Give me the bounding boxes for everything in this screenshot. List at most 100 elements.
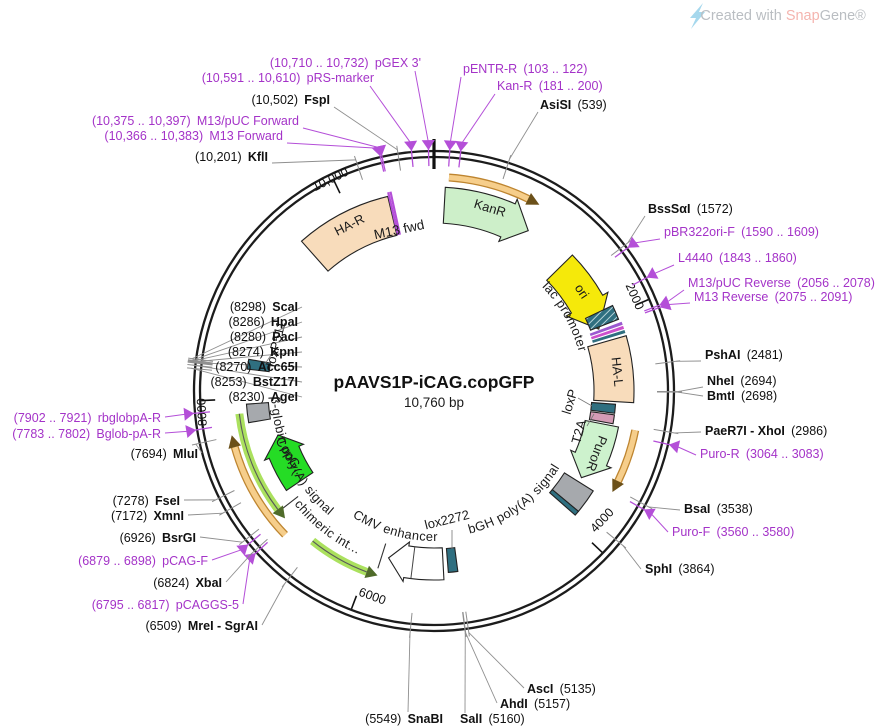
- primer-label-rbglobpa-r[interactable]: (7902 .. 7921) rbglobpA-R: [14, 411, 161, 425]
- feature-lac-promoter-box[interactable]: [584, 304, 620, 331]
- enzyme-site-tick-fspi: [396, 145, 402, 171]
- enzyme-label-bsai[interactable]: BsaI (3538): [684, 502, 753, 516]
- enzyme-label-bstz17i[interactable]: (8253) BstZ17I: [210, 375, 298, 389]
- feature-copgfp[interactable]: [263, 434, 314, 492]
- snapgene-watermark: Created with SnapGene®: [690, 3, 866, 29]
- site-name: XbaI: [196, 576, 222, 590]
- feature-label-ori[interactable]: ori: [572, 281, 593, 301]
- enzyme-leader-kfli: [271, 159, 356, 164]
- enzyme-leader-bsss-i: [627, 215, 646, 244]
- enzyme-label-kpni[interactable]: (8274) KpnI: [228, 345, 298, 359]
- primer-arrowhead-pgex-3: [421, 140, 435, 151]
- primer-label-pgex-3[interactable]: (10,710 .. 10,732) pGEX 3': [270, 56, 421, 70]
- enzyme-label-xbai[interactable]: (6824) XbaI: [153, 576, 222, 590]
- feature-label-lox2272[interactable]: lox2272: [423, 507, 471, 533]
- enzyme-label-hpai[interactable]: (8286) HpaI: [229, 315, 298, 329]
- feature-lac-stripe-purple[interactable]: [589, 321, 623, 337]
- feature-lac-stripe-teal[interactable]: [592, 329, 626, 343]
- primer-label-m13-forward[interactable]: (10,366 .. 10,383) M13 Forward: [104, 129, 283, 143]
- primer-label-pbr322ori-f[interactable]: pBR322ori-F (1590 .. 1609): [664, 225, 819, 239]
- enzyme-label-pshai[interactable]: PshAI (2481): [705, 348, 783, 362]
- site-name: NheI: [707, 374, 734, 388]
- primer-label-m13-puc-forward[interactable]: (10,375 .. 10,397) M13/pUC Forward: [92, 114, 299, 128]
- enzyme-label-paer7i-xhoi[interactable]: PaeR7I - XhoI (2986): [705, 424, 827, 438]
- enzyme-label-mlui[interactable]: (7694) MluI: [131, 447, 198, 461]
- primer-label-m13-puc-reverse[interactable]: M13/pUC Reverse (2056 .. 2078): [688, 276, 875, 290]
- enzyme-label-bmti[interactable]: BmtI (2698): [707, 389, 777, 403]
- feature-lac-stripe-magenta[interactable]: [590, 325, 625, 340]
- feature-t2a[interactable]: [588, 411, 616, 425]
- site-position: (539): [571, 98, 606, 112]
- m13-fwd-primer-mark-2: [389, 191, 401, 235]
- enzyme-label-sphi[interactable]: SphI (3864): [645, 562, 714, 576]
- site-position: (3064 .. 3083): [740, 447, 824, 461]
- enzyme-label-fsei[interactable]: (7278) FseI: [113, 494, 180, 508]
- site-name: BsrGI: [162, 531, 196, 545]
- feature-label-loxp[interactable]: loxP: [559, 387, 581, 416]
- enzyme-site-tick-sali: [462, 612, 467, 638]
- primer-label-m13-reverse[interactable]: M13 Reverse (2075 .. 2091): [694, 290, 852, 304]
- enzyme-label-snabi[interactable]: (5549) SnaBI: [365, 712, 443, 726]
- site-name: SalI: [460, 712, 482, 726]
- primer-arrowhead-bglob-pa-r: [185, 425, 197, 439]
- enzyme-label-agei[interactable]: (8230) AgeI: [229, 390, 298, 404]
- primer-label-prs-marker[interactable]: (10,591 .. 10,610) pRS-marker: [202, 71, 374, 85]
- enzyme-label-bsss-i[interactable]: BssSαI (1572): [648, 202, 733, 216]
- enzyme-label-scai[interactable]: (8298) ScaI: [230, 300, 298, 314]
- enzyme-label-ahdi[interactable]: AhdI (5157): [500, 697, 570, 711]
- enzyme-label-nhei[interactable]: NheI (2694): [707, 374, 776, 388]
- feature-label-ha-l[interactable]: HA-L: [608, 356, 626, 387]
- primer-leader-m13-reverse: [667, 302, 691, 306]
- enzyme-label-paci[interactable]: (8280) PacI: [230, 330, 298, 344]
- snapgene-flash-icon: [690, 3, 705, 29]
- feature-loxp511[interactable]: [246, 358, 272, 373]
- enzyme-site-tick-acc65i: [187, 361, 213, 366]
- enzyme-site-tick-bsrgi: [238, 528, 260, 546]
- primer-label-bglob-pa-r[interactable]: (7783 .. 7802) Bglob-pA-R: [12, 427, 161, 441]
- enzyme-label-sali[interactable]: SalI (5160): [460, 712, 525, 726]
- primer-label-pentr-r[interactable]: pENTR-R (103 .. 122): [463, 62, 587, 76]
- enzyme-site-tick-xmni: [219, 502, 242, 516]
- primer-arrowhead-pentr-r: [443, 140, 457, 151]
- primer-label-puro-r[interactable]: Puro-R (3064 .. 3083): [700, 447, 824, 461]
- primer-leader-pcag-f: [211, 549, 243, 561]
- primer-label-kan-r[interactable]: Kan-R (181 .. 200): [497, 79, 603, 93]
- primer-label-pcaggs-5[interactable]: (6795 .. 6817) pCAGGS-5: [92, 598, 239, 612]
- feature-ori[interactable]: [545, 254, 609, 330]
- enzyme-label-asci[interactable]: AscI (5135): [527, 682, 596, 696]
- enzyme-label-xmni[interactable]: (7172) XmnI: [111, 509, 184, 523]
- site-position: (181 .. 200): [532, 79, 602, 93]
- primer-label-puro-f[interactable]: Puro-F (3560 .. 3580): [672, 525, 794, 539]
- feature-cmv-enhancer[interactable]: [387, 540, 445, 584]
- enzyme-label-kfli[interactable]: (10,201) KflI: [195, 150, 268, 164]
- enzyme-label-bsrgi[interactable]: (6926) BsrGI: [120, 531, 196, 545]
- feature-lox2272[interactable]: [445, 547, 459, 574]
- enzyme-leader-scai: [191, 306, 303, 360]
- site-position: (7278): [113, 494, 155, 508]
- site-position: (2694): [734, 374, 776, 388]
- primer-label-pcag-f[interactable]: (6879 .. 6898) pCAG-F: [78, 554, 208, 568]
- site-position: (10,366 .. 10,383): [104, 129, 209, 143]
- feature-bgh-polya[interactable]: [551, 472, 594, 513]
- feature-label-bgh-poly-a-signal[interactable]: bGH poly(A) signal: [466, 461, 562, 537]
- enzyme-label-mrei-sgrai[interactable]: (6509) MreI - SgrAI: [145, 619, 258, 633]
- feature-puror[interactable]: [569, 419, 620, 479]
- enzyme-site-tick-paci: [187, 360, 213, 365]
- feature-ha-l[interactable]: [587, 334, 635, 404]
- enzyme-leader-snabi: [407, 633, 411, 713]
- enzyme-label-acc65i[interactable]: (8270) Acc65I: [215, 360, 298, 374]
- site-position: (2075 .. 2091): [768, 290, 852, 304]
- feature-label-t2a[interactable]: T2A: [568, 418, 589, 445]
- feature-loxp[interactable]: [590, 401, 617, 414]
- enzyme-label-fspi[interactable]: (10,502) FspI: [251, 93, 330, 107]
- primer-leader-l4440: [653, 264, 675, 275]
- site-name: ScaI: [272, 300, 298, 314]
- primer-label-l4440[interactable]: L4440 (1843 .. 1860): [678, 251, 797, 265]
- enzyme-label-asisi[interactable]: AsiSI (539): [540, 98, 607, 112]
- feature-beta-globin-polya[interactable]: [245, 402, 272, 424]
- feature-ha-r[interactable]: [300, 195, 398, 272]
- enzyme-site-tick-bstz17i: [187, 364, 213, 368]
- feature-bgh-polya-cap[interactable]: [548, 488, 580, 516]
- site-name: SphI: [645, 562, 672, 576]
- feature-kanr[interactable]: [442, 186, 529, 243]
